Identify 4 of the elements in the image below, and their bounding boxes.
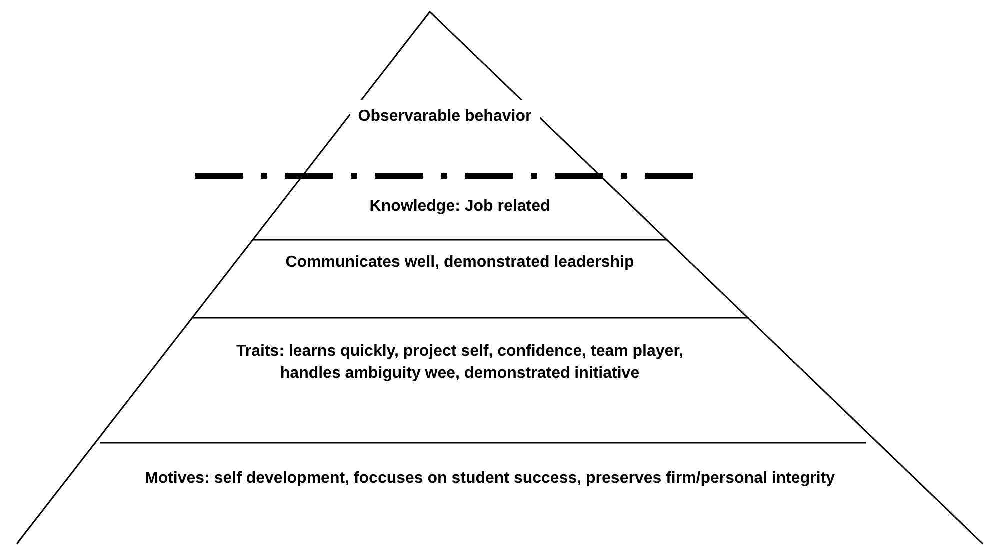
tier-label: Communicates well, demonstrated leadership	[230, 252, 690, 274]
tier-label: Knowledge: Job related	[270, 196, 650, 218]
tier-label: Traits: learns quickly, project self, confidence, team player, handles ambiguity wee, demonstrated initiative	[220, 341, 700, 385]
tier-label: Motives: self development, foccuses on student success, preserves firm/personal integrity	[110, 468, 870, 490]
